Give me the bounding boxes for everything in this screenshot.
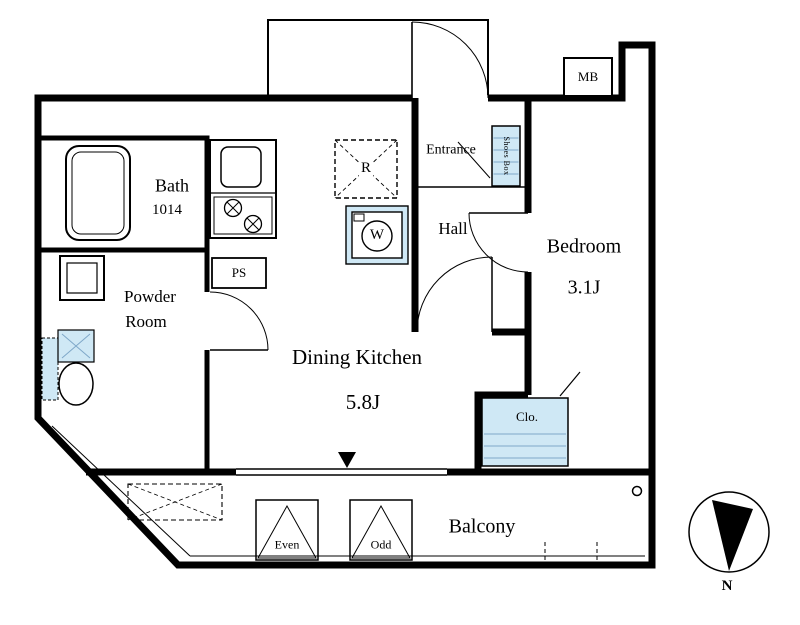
- powder-room-door-icon: [209, 291, 269, 351]
- pipe-space-label: PS: [231, 265, 247, 281]
- refrigerator-label: R: [358, 160, 374, 177]
- evacuation-hatch-even-icon: [255, 499, 319, 561]
- bath-label: Bath: [155, 175, 189, 196]
- washbasin-icon: [59, 255, 105, 301]
- balcony-label: Balcony: [448, 515, 516, 538]
- dining-kitchen-door-icon: [416, 256, 493, 333]
- entrance-label: Entrance: [426, 142, 476, 158]
- balcony-window: [236, 468, 447, 476]
- bedroom-door-icon: [468, 212, 529, 273]
- bedroom-label: Bedroom: [546, 235, 622, 258]
- kitchen-counter-icon: [209, 139, 277, 239]
- closet-icon: [481, 371, 581, 467]
- bath-size-label: 1014: [152, 202, 182, 219]
- bathtub-icon: [65, 145, 131, 241]
- compass-icon: [688, 491, 770, 573]
- dining-kitchen-label: Dining Kitchen: [291, 344, 423, 369]
- north-label: N: [721, 578, 733, 595]
- hatch-even-label: Even: [272, 537, 302, 552]
- pipe-space-box: [211, 257, 267, 289]
- shoes-box-label: Shoes Box: [502, 136, 512, 176]
- powder-room-label-line1: Powder: [124, 287, 176, 307]
- toilet-icon: [41, 329, 95, 406]
- interior-walls: [41, 98, 532, 472]
- balcony-railing: [51, 425, 645, 564]
- dining-kitchen-size-label: 5.8J: [345, 389, 381, 414]
- meter-box-label: MB: [577, 69, 599, 85]
- powder-room-label-line2: Room: [125, 312, 167, 332]
- bedroom-size-label: 3.1J: [567, 276, 601, 299]
- entry-direction-marker: [338, 452, 356, 468]
- hall-label: Hall: [438, 219, 468, 239]
- closet-label: Clo.: [515, 409, 539, 425]
- washer-label: W: [367, 227, 387, 244]
- entrance-alcove: [267, 19, 489, 95]
- evacuation-hatch-odd-icon: [349, 499, 413, 561]
- balcony-dashed-area: [127, 483, 223, 521]
- entrance-door-icon: [411, 21, 489, 99]
- meter-box: [563, 57, 613, 97]
- hatch-odd-label: Odd: [368, 537, 394, 552]
- drain-mark-icon: [631, 485, 643, 497]
- shoes-box-icon: [491, 125, 521, 187]
